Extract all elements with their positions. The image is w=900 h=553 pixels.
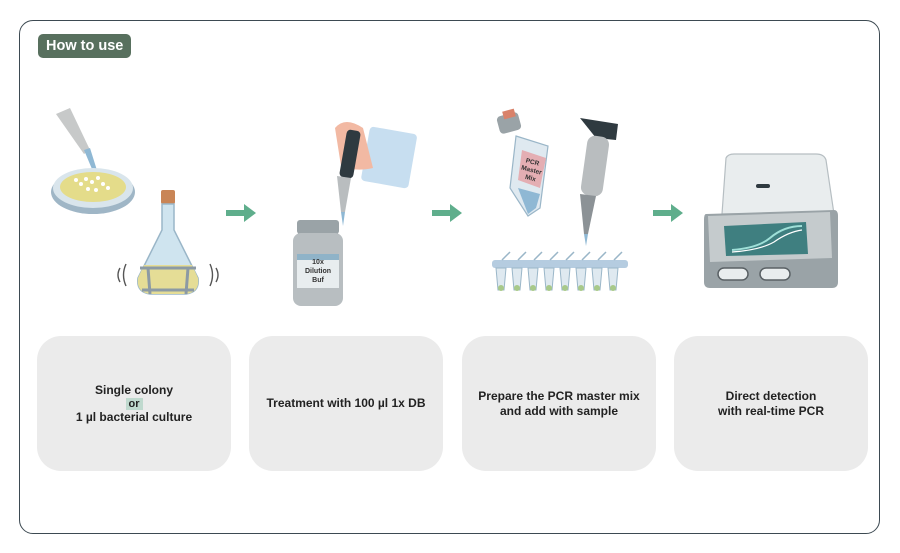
bottle-label-2: Dilution [305,268,331,275]
tube-label-1: PCR [525,157,540,167]
step-2-line-1: Treatment with 100 µl 1x DB [266,396,426,410]
step-3-line-1: Prepare the PCR master mix [478,388,640,403]
petri-dish-flask-icon [51,108,219,295]
arrow-right-icon [432,204,462,222]
step-1-line-1: Single colony [94,382,173,397]
pcr-machine-icon [704,153,838,288]
arrow-right-icon [226,204,256,222]
step-4-line-2: with real-time PCR [717,403,825,418]
step-card-master-mix: Prepare the PCR master mix and add with … [462,336,656,471]
tube-label-3: Mix [524,174,537,184]
pipette-bottle-icon: 10x Dilution Buf [293,122,417,306]
pcr-tubes-icon: PCR Master Mix [492,108,628,291]
bottle-label-1: 10x [312,259,324,266]
how-to-use-badge: How to use [38,34,132,58]
step-3-line-2: and add with sample [499,403,619,418]
step-1-or: or [125,397,143,410]
step-card-treatment: Treatment with 100 µl 1x DB [249,336,443,471]
arrow-right-icon [653,204,683,222]
diagram-frame [19,20,880,534]
step-4-line-1: Direct detection [725,388,817,403]
step-card-detection: Direct detection with real-time PCR [674,336,868,471]
bottle-label-3: Buf [312,277,324,284]
step-card-single-colony: Single colony or 1 µl bacterial culture [37,336,231,471]
step-1-line-2: 1 µl bacterial culture [75,409,193,424]
